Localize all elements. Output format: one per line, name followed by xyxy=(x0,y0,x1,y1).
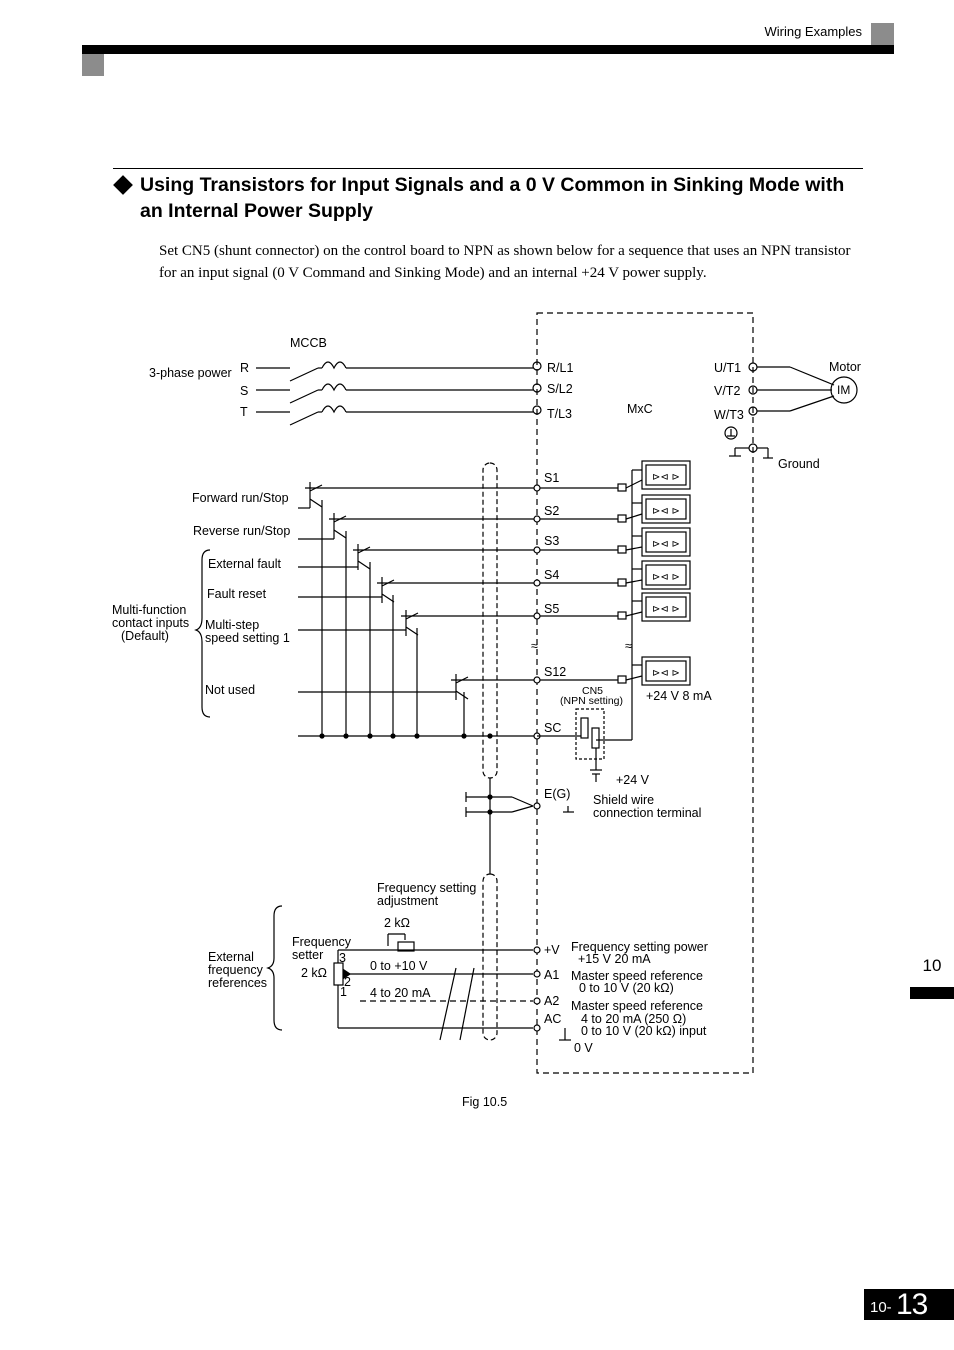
cn5-setting: (NPN setting) xyxy=(560,695,623,707)
terminal-s4: S4 xyxy=(544,568,559,582)
multi-brace xyxy=(194,549,211,718)
note-a2c: 0 to 10 V (20 kΩ) input xyxy=(581,1024,707,1038)
signal-ext-fault: External fault xyxy=(208,557,281,571)
terminal-a1: A1 xyxy=(544,968,559,982)
figure-caption: Fig 10.5 xyxy=(462,1095,507,1109)
svg-text:⊳⊲ ⊳: ⊳⊲ ⊳ xyxy=(652,668,680,679)
cn5-box xyxy=(575,708,605,760)
running-header: Wiring Examples xyxy=(764,24,862,39)
signal-reverse: Reverse run/Stop xyxy=(193,524,290,538)
motor-symbol: IM xyxy=(837,383,850,397)
chapter-number: 10 xyxy=(922,956,942,975)
terminal-a2: A2 xyxy=(544,994,559,1008)
phase-t: T xyxy=(240,405,248,419)
plus24-8ma: +24 V 8 mA xyxy=(646,689,712,703)
note-a1: Master speed reference xyxy=(571,969,703,983)
phase-s: S xyxy=(240,384,248,398)
svg-text:⊳⊲ ⊳: ⊳⊲ ⊳ xyxy=(652,539,680,550)
resistor-2k-left: 2 kΩ xyxy=(301,966,327,980)
note-v: Frequency setting power xyxy=(571,940,708,954)
page-number: 13 xyxy=(896,1288,928,1321)
motor-lines xyxy=(724,362,858,459)
pot-pin-3: 3 xyxy=(339,951,346,965)
terminal-sl2: S/L2 xyxy=(547,382,573,396)
svg-text:⊳⊲ ⊳: ⊳⊲ ⊳ xyxy=(652,472,680,483)
break-mark-left: ≈ xyxy=(531,639,538,653)
svg-text:⊳⊲ ⊳: ⊳⊲ ⊳ xyxy=(652,572,680,583)
motor-label: Motor xyxy=(829,360,861,374)
ground-label: Ground xyxy=(778,457,820,471)
header-marker-left xyxy=(82,54,104,76)
opto-couplers: ⊳⊲ ⊳ ⊳⊲ ⊳ ⊳⊲ ⊳ ⊳⊲ ⊳ ⊳⊲ ⊳ ⊳⊲ ⊳ xyxy=(617,460,691,740)
drive-label: MxC xyxy=(627,402,653,416)
terminal-rl1: R/L1 xyxy=(547,361,573,375)
terminal-s1: S1 xyxy=(544,471,559,485)
pot-pin-2: 2 xyxy=(344,975,351,989)
signal-fault-reset: Fault reset xyxy=(207,587,267,601)
note-a2b: 4 to 20 mA (250 Ω) xyxy=(581,1012,686,1026)
note-v2: +15 V 20 mA xyxy=(578,952,651,966)
signal-forward: Forward run/Stop xyxy=(192,491,289,505)
terminal-sc: SC xyxy=(544,721,561,735)
chapter-tab xyxy=(910,987,954,999)
section-heading: Using Transistors for Input Signals and … xyxy=(140,174,845,222)
power-lines xyxy=(256,361,542,426)
header-rule xyxy=(82,45,894,54)
header-marker xyxy=(871,23,894,46)
terminal-s2: S2 xyxy=(544,504,559,518)
v-range: 0 to +10 V xyxy=(370,959,428,973)
plus24-label: +24 V xyxy=(616,773,650,787)
resistor-2k-top: 2 kΩ xyxy=(384,916,410,930)
ext-freq-brace xyxy=(266,905,283,1031)
terminal-ut1: U/T1 xyxy=(714,361,741,375)
power-label: 3-phase power xyxy=(149,366,232,380)
svg-text:⊳⊲ ⊳: ⊳⊲ ⊳ xyxy=(652,604,680,615)
terminal-ac: AC xyxy=(544,1012,561,1026)
svg-text:⊳⊲ ⊳: ⊳⊲ ⊳ xyxy=(652,506,680,517)
pot-pin-1: 1 xyxy=(340,985,347,999)
shield-cable-top xyxy=(482,462,498,779)
drive-outline xyxy=(536,312,754,1074)
terminal-s3: S3 xyxy=(544,534,559,548)
terminal-vt2: V/T2 xyxy=(714,384,740,398)
signal-not-used: Not used xyxy=(205,683,255,697)
signal-lines xyxy=(298,482,618,740)
terminal-s12: S12 xyxy=(544,665,566,679)
mccb-label: MCCB xyxy=(290,336,327,350)
page-number-box: 10- 13 xyxy=(864,1288,954,1321)
analog-lines xyxy=(333,933,571,1041)
note-a2: Master speed reference xyxy=(571,999,703,1013)
shield-cable-bottom xyxy=(482,873,498,1041)
body-paragraph: Set CN5 (shunt connector) on the control… xyxy=(159,243,851,281)
terminal-tl3: T/L3 xyxy=(547,407,572,421)
phase-r: R xyxy=(240,361,249,375)
note-zero: 0 V xyxy=(574,1041,593,1055)
ma-range: 4 to 20 mA xyxy=(370,986,431,1000)
terminal-s5: S5 xyxy=(544,602,559,616)
cn5-label: CN5 xyxy=(582,685,603,697)
terminal-v: +V xyxy=(544,943,560,957)
note-a1b: 0 to 10 V (20 kΩ) xyxy=(579,981,674,995)
terminal-eg: E(G) xyxy=(544,787,570,801)
break-mark-right: ≈ xyxy=(625,639,632,653)
terminal-wt3: W/T3 xyxy=(714,408,744,422)
section-rule xyxy=(113,168,863,169)
page-prefix: 10- xyxy=(870,1299,892,1316)
